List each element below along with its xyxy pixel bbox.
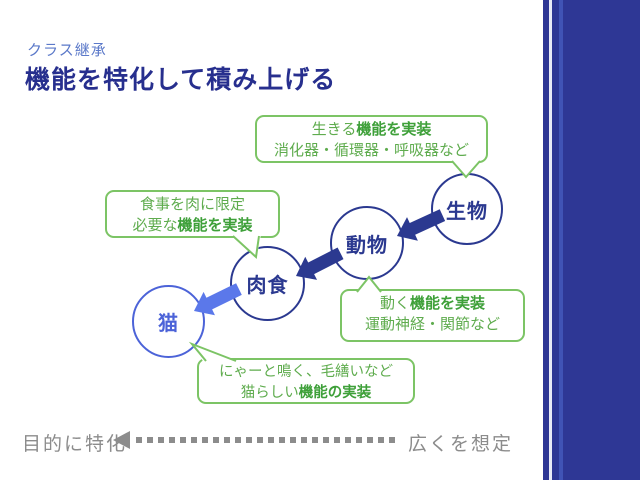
node-nikushoku-label: 肉食: [246, 275, 289, 297]
node-neko: 猫: [132, 285, 205, 358]
callout-neko: にゃーと鳴く、毛繕いなど 猫らしい機能の実装: [197, 358, 415, 404]
callout-neko-line2: 猫らしい機能の実装: [240, 385, 372, 401]
callout-doubutsu: 動く機能を実装 運動神経・関節など: [340, 289, 525, 342]
axis-left-arrowhead-icon: [113, 431, 130, 449]
callout-nikushoku: 食事を肉に限定 必要な機能を実装: [105, 190, 280, 238]
node-seibutsu: 生物: [431, 173, 503, 245]
callout-seibutsu-line2: 消化器・循環器・呼吸器など: [273, 142, 469, 159]
callout-nikushoku-line2: 必要な機能を実装: [132, 217, 253, 234]
side-accent-bar: [543, 0, 640, 480]
page-title: 機能を特化して積み上げる: [25, 66, 337, 94]
axis-left-label: 目的に特化: [22, 434, 128, 455]
node-doubutsu-label: 動物: [346, 234, 388, 257]
callout-nikushoku-line1: 食事を肉に限定: [139, 196, 245, 213]
node-nikushoku: 肉食: [230, 246, 305, 321]
callout-seibutsu: 生きる機能を実装 消化器・循環器・呼吸器など: [255, 115, 488, 163]
callout-seibutsu-line1: 生きる機能を実装: [311, 121, 432, 138]
callout-doubutsu-line1: 動く機能を実装: [379, 295, 486, 312]
node-doubutsu: 動物: [330, 206, 404, 280]
node-neko-label: 猫: [158, 313, 179, 335]
slide-eyebrow: クラス継承: [27, 42, 107, 59]
node-seibutsu-label: 生物: [446, 200, 488, 223]
callout-neko-line1: にゃーと鳴く、毛繕いなど: [219, 364, 393, 380]
axis-dotted-line: [136, 437, 398, 443]
axis-right-label: 広くを想定: [408, 434, 514, 455]
callout-doubutsu-line2: 運動神経・関節など: [364, 316, 500, 333]
